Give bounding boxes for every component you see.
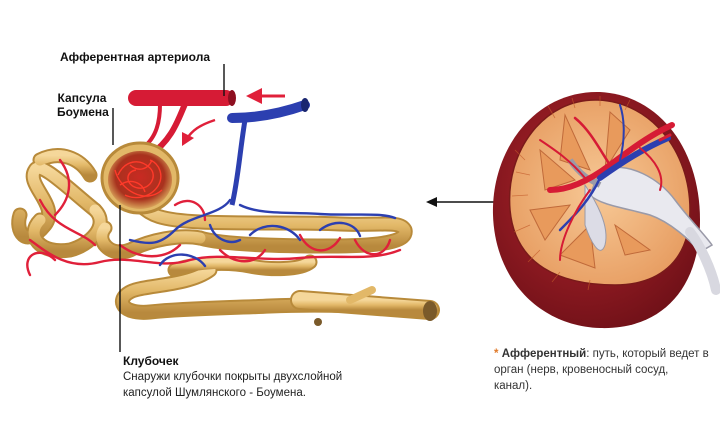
asterisk-icon: * — [494, 348, 499, 360]
renal-tubules — [11, 148, 440, 326]
flow-arrow-icon — [182, 118, 216, 146]
glomerulus-description: Снаружи клубочки покрыты двухслойной кап… — [123, 371, 343, 399]
bowman-capsule — [100, 141, 180, 215]
renal-pyramids — [529, 110, 652, 269]
kidney-illustration — [492, 91, 720, 329]
definition-note: * Афферентный: путь, который ведет в орг… — [494, 346, 709, 394]
definition-term: Афферентный — [501, 348, 587, 360]
glomerulus-label: Клубочек — [123, 354, 179, 368]
capillary-network — [26, 158, 402, 277]
afferent-arteriole-label: Афферентная артериола — [60, 50, 210, 64]
definition-text: : путь, который ведет в орган (нерв, кро… — [494, 348, 709, 392]
bowman-capsule-label: Капсула Боумена — [57, 91, 109, 119]
efferent-vein — [227, 98, 310, 206]
glomerulus — [114, 159, 163, 199]
renal-vessels — [539, 104, 675, 261]
leader-lines — [112, 64, 225, 352]
flow-arrow-icon — [246, 88, 285, 104]
